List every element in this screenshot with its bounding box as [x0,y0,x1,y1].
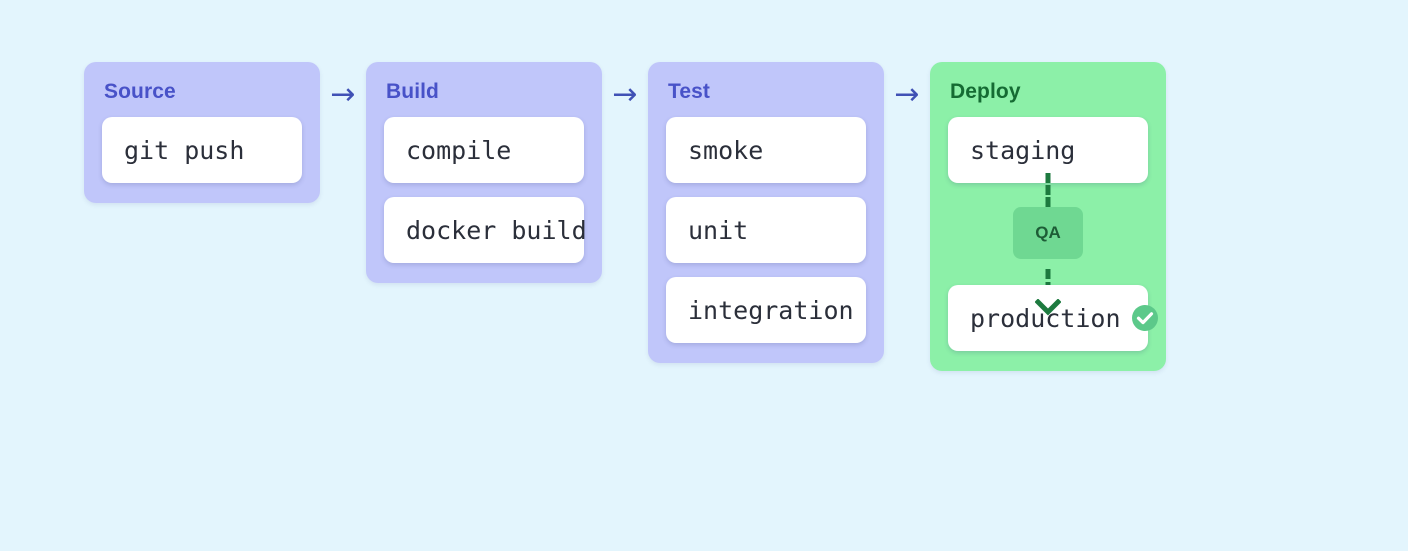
stage-test[interactable]: Test smoke unit integration [648,62,884,364]
step-card[interactable]: docker build [384,197,587,264]
step-label: staging [970,135,1076,165]
step-card[interactable]: integration [666,277,866,344]
arrow-right-icon: → [612,77,638,112]
gate-dashed-line-top [1045,173,1051,208]
step-card[interactable]: production [948,285,1158,352]
chevron-down-icon [1034,298,1062,317]
success-check-icon [1131,304,1159,332]
connector-build-to-test: → [602,62,648,110]
step-card[interactable]: git push [102,117,302,184]
step-label: smoke [688,135,764,165]
qa-gate-flow: QA [948,173,1148,316]
step-label: integration [688,295,854,325]
step-label: compile [406,135,512,165]
stage-title-build: Build [386,80,439,103]
connector-source-to-build: → [320,62,366,110]
step-label: git push [124,135,245,165]
qa-gate-label: QA [1035,223,1061,243]
pipeline-diagram: Source git push → Build compile docker b… [84,62,1166,372]
arrow-right-icon: → [330,77,356,112]
stage-deploy[interactable]: Deploy staging QA production [930,62,1166,372]
arrow-right-icon: → [894,77,920,112]
step-card[interactable]: staging [948,117,1148,184]
stage-title-test: Test [668,80,711,103]
stage-title-deploy: Deploy [950,80,1021,103]
step-card[interactable]: unit [666,197,866,264]
stage-title-source: Source [104,80,176,103]
step-label: unit [688,215,749,245]
stage-source[interactable]: Source git push [84,62,320,204]
step-card[interactable]: compile [384,117,584,184]
step-label: docker build [406,215,587,245]
qa-gate-badge[interactable]: QA [1013,207,1083,260]
connector-test-to-deploy: → [884,62,930,110]
step-card[interactable]: smoke [666,117,866,184]
stage-build[interactable]: Build compile docker build [366,62,602,284]
